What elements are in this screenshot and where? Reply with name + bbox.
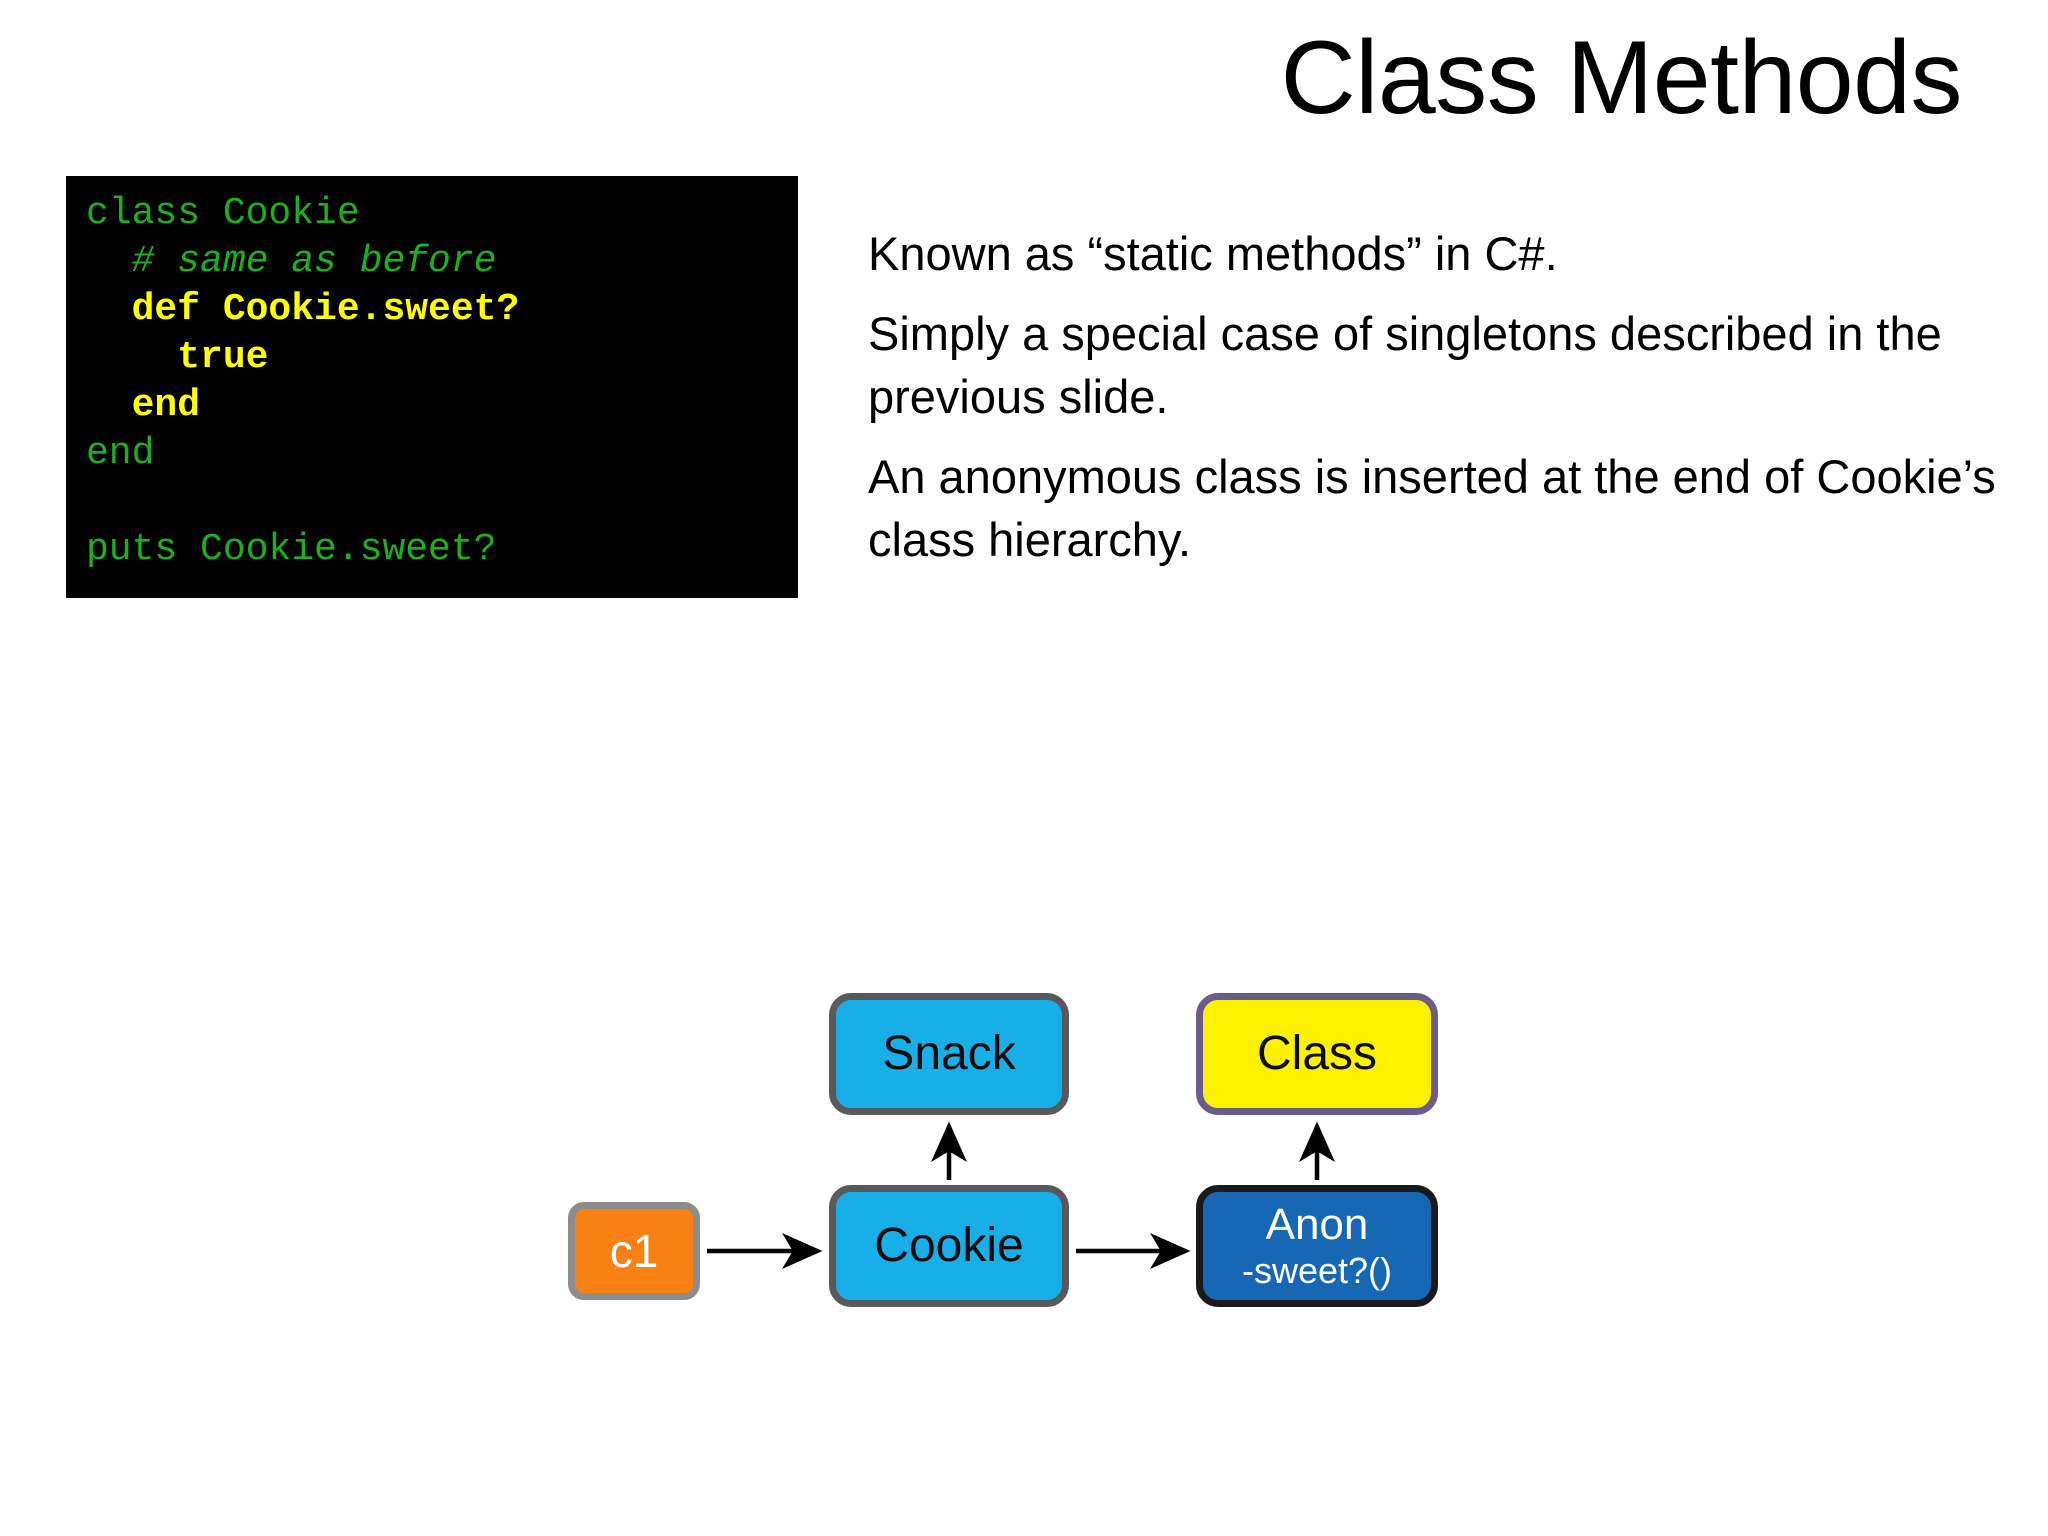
body-text-block: Known as “static methods” in C#. Simply …: [868, 222, 2008, 588]
code-line: true: [86, 336, 269, 379]
node-sublabel: -sweet?(): [1241, 1250, 1393, 1291]
code-line: puts Cookie.sweet?: [86, 528, 497, 571]
diagram-node-snack[interactable]: Snack: [829, 993, 1069, 1115]
node-label: c1: [609, 1225, 659, 1277]
code-line: end: [86, 432, 155, 475]
diagram-node-class[interactable]: Class: [1196, 993, 1438, 1115]
code-line: def Cookie.sweet?: [86, 288, 520, 331]
code-line: end: [86, 384, 201, 427]
node-label: Snack: [882, 1027, 1016, 1080]
code-line: # same as before: [86, 240, 497, 283]
code-line: class Cookie: [86, 192, 360, 235]
code-line-blank: [86, 478, 798, 526]
diagram-node-cookie[interactable]: Cookie: [829, 1185, 1069, 1307]
code-block: class Cookie # same as before def Cookie…: [66, 176, 798, 598]
body-paragraph: Simply a special case of singletons desc…: [868, 307, 1942, 423]
body-paragraph: An anonymous class is inserted at the en…: [868, 450, 1996, 566]
body-paragraph: Known as “static methods” in C#.: [868, 227, 1558, 280]
node-label: Class: [1256, 1027, 1378, 1080]
node-label: Cookie: [874, 1219, 1024, 1272]
diagram-node-c1[interactable]: c1: [568, 1202, 700, 1300]
page-title: Class Methods: [1280, 20, 1963, 136]
node-label: Anon: [1265, 1200, 1369, 1249]
diagram-node-anon[interactable]: Anon -sweet?(): [1196, 1185, 1438, 1307]
